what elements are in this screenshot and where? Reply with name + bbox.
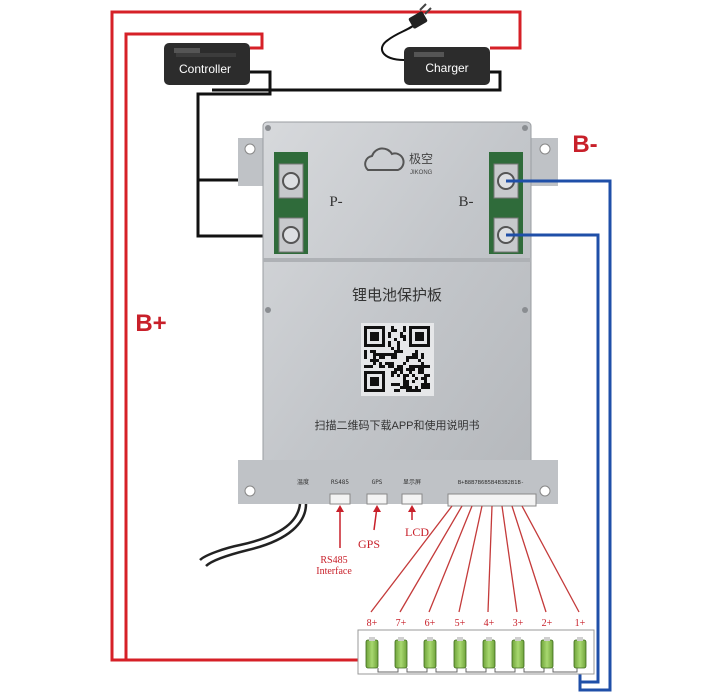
balance-connector	[447, 493, 537, 507]
balance-sense-wires	[370, 505, 580, 613]
rs485-connector	[329, 493, 351, 505]
port-label-gps: GPS	[372, 479, 383, 486]
p-minus-wire-lower	[196, 180, 290, 238]
controller-positive-wire	[124, 32, 264, 660]
sense-wire-3p	[501, 505, 518, 613]
b-minus-label: B-	[572, 131, 597, 158]
battery-pack-outline	[357, 629, 595, 675]
brand-cn: 极空	[409, 152, 433, 166]
port-label-rs485: RS485	[331, 479, 349, 486]
terminal-b-label: B-	[459, 194, 474, 210]
sense-wire-1p	[521, 505, 580, 613]
rs485-interface-label-1: RS485	[320, 555, 347, 566]
p-minus-terminal-block	[274, 152, 308, 254]
b-minus-wire-lower	[506, 233, 600, 684]
sense-wire-2p	[511, 505, 547, 613]
sense-wire-4p	[487, 505, 493, 613]
cell-6	[423, 637, 437, 669]
port-label-temp: 温度	[297, 478, 309, 486]
cell-label-8: 8+	[367, 618, 378, 629]
cell-8	[365, 637, 379, 669]
b-plus-wire	[110, 10, 522, 662]
b-plus-label: B+	[135, 310, 166, 337]
lcd-connector	[401, 493, 423, 505]
charger-negative-wire	[212, 70, 502, 92]
callout-arrows	[336, 505, 416, 548]
rs485-interface-label-2: Interface	[316, 566, 352, 577]
gps-label: GPS	[358, 537, 380, 551]
controller-label: Controller	[179, 62, 231, 76]
cell-7	[394, 637, 408, 669]
port-label-balance: B+B8B7B6B5B4B3B2B1B-	[458, 480, 524, 486]
cell-label-3: 3+	[513, 618, 524, 629]
controller-negative-wire	[196, 70, 290, 182]
sense-wire-7p	[399, 505, 463, 613]
battery-cells: 8+ 7+ 6+ 5+ 4+ 3+ 2+ 1+	[357, 618, 595, 675]
terminal-p-label: P-	[329, 194, 342, 210]
board-title: 锂电池保护板	[352, 286, 442, 304]
cell-label-7: 7+	[396, 618, 407, 629]
cell-3	[511, 637, 525, 669]
charger-label: Charger	[425, 61, 468, 75]
cell-label-2: 2+	[542, 618, 553, 629]
cell-1	[573, 637, 587, 669]
qr-code	[361, 323, 434, 396]
brand-en: JIKONG	[410, 170, 433, 176]
sense-wire-5p	[458, 505, 483, 613]
cell-4	[482, 637, 496, 669]
b-minus-terminal-block	[489, 152, 523, 254]
cell-5	[453, 637, 467, 669]
cell-label-1: 1+	[575, 618, 586, 629]
bms-board: 极空 JIKONG P- B- 锂电池保护板 扫描二维码下载APP和使用说明书 …	[238, 121, 558, 507]
sense-wire-8p	[370, 505, 453, 613]
scan-instruction: 扫描二维码下载APP和使用说明书	[314, 418, 479, 432]
jikong-logo: 极空 JIKONG	[364, 147, 433, 176]
controller-device: Controller	[164, 43, 250, 85]
plug-icon	[380, 3, 432, 61]
lcd-label: LCD	[405, 525, 429, 539]
temperature-sensor-cables	[199, 503, 308, 567]
sense-wire-6p	[428, 505, 473, 613]
cell-label-6: 6+	[425, 618, 436, 629]
cell-label-5: 5+	[455, 618, 466, 629]
cell-2	[540, 637, 554, 669]
charger-device: Charger	[404, 47, 490, 85]
gps-connector	[366, 493, 388, 505]
port-label-display: 显示屏	[403, 479, 421, 486]
cell-label-4: 4+	[484, 618, 495, 629]
